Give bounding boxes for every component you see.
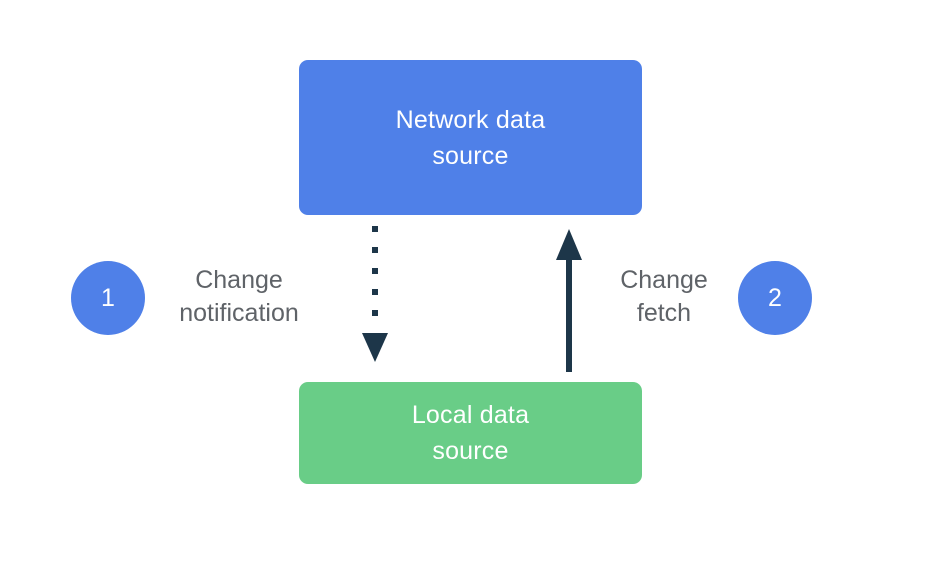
step-1-label: Change notification [179,266,299,327]
change-fetch-arrow-up-icon [556,229,582,372]
node-local-data-source-label: Local data source [411,401,530,465]
step-badge-2[interactable]: 2 [738,261,812,335]
step-2-label: Change fetch [620,266,708,327]
node-network-data-source[interactable]: Network data source [299,60,642,215]
change-notification-arrow-down-icon [362,226,388,362]
node-local-data-source[interactable]: Local data source [299,382,642,484]
step-badge-2-number: 2 [768,283,782,312]
node-network-data-source-label: Network data source [395,105,546,170]
step-badge-1-number: 1 [101,283,115,312]
step-badge-1[interactable]: 1 [71,261,145,335]
